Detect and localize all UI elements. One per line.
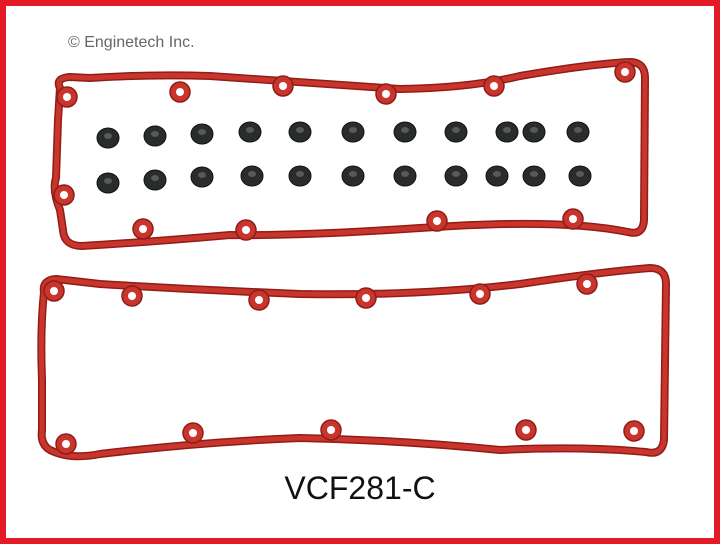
lower-bolt-holes	[50, 280, 638, 448]
copyright-text: © Enginetech Inc.	[68, 34, 195, 51]
grommet-row-bottom	[96, 165, 592, 194]
lower-gasket	[37, 264, 670, 461]
lower-bolt-tabs	[43, 273, 645, 455]
lower-gasket-loop-inner	[38, 265, 669, 459]
upper-gasket	[50, 58, 649, 250]
grommet-holes	[104, 127, 584, 184]
part-number: VCF281-C	[284, 470, 436, 506]
upper-bolt-holes	[60, 68, 629, 234]
upper-gasket-loop-inner	[52, 59, 648, 249]
grommets	[96, 121, 592, 194]
grommet-row-top	[96, 121, 590, 149]
